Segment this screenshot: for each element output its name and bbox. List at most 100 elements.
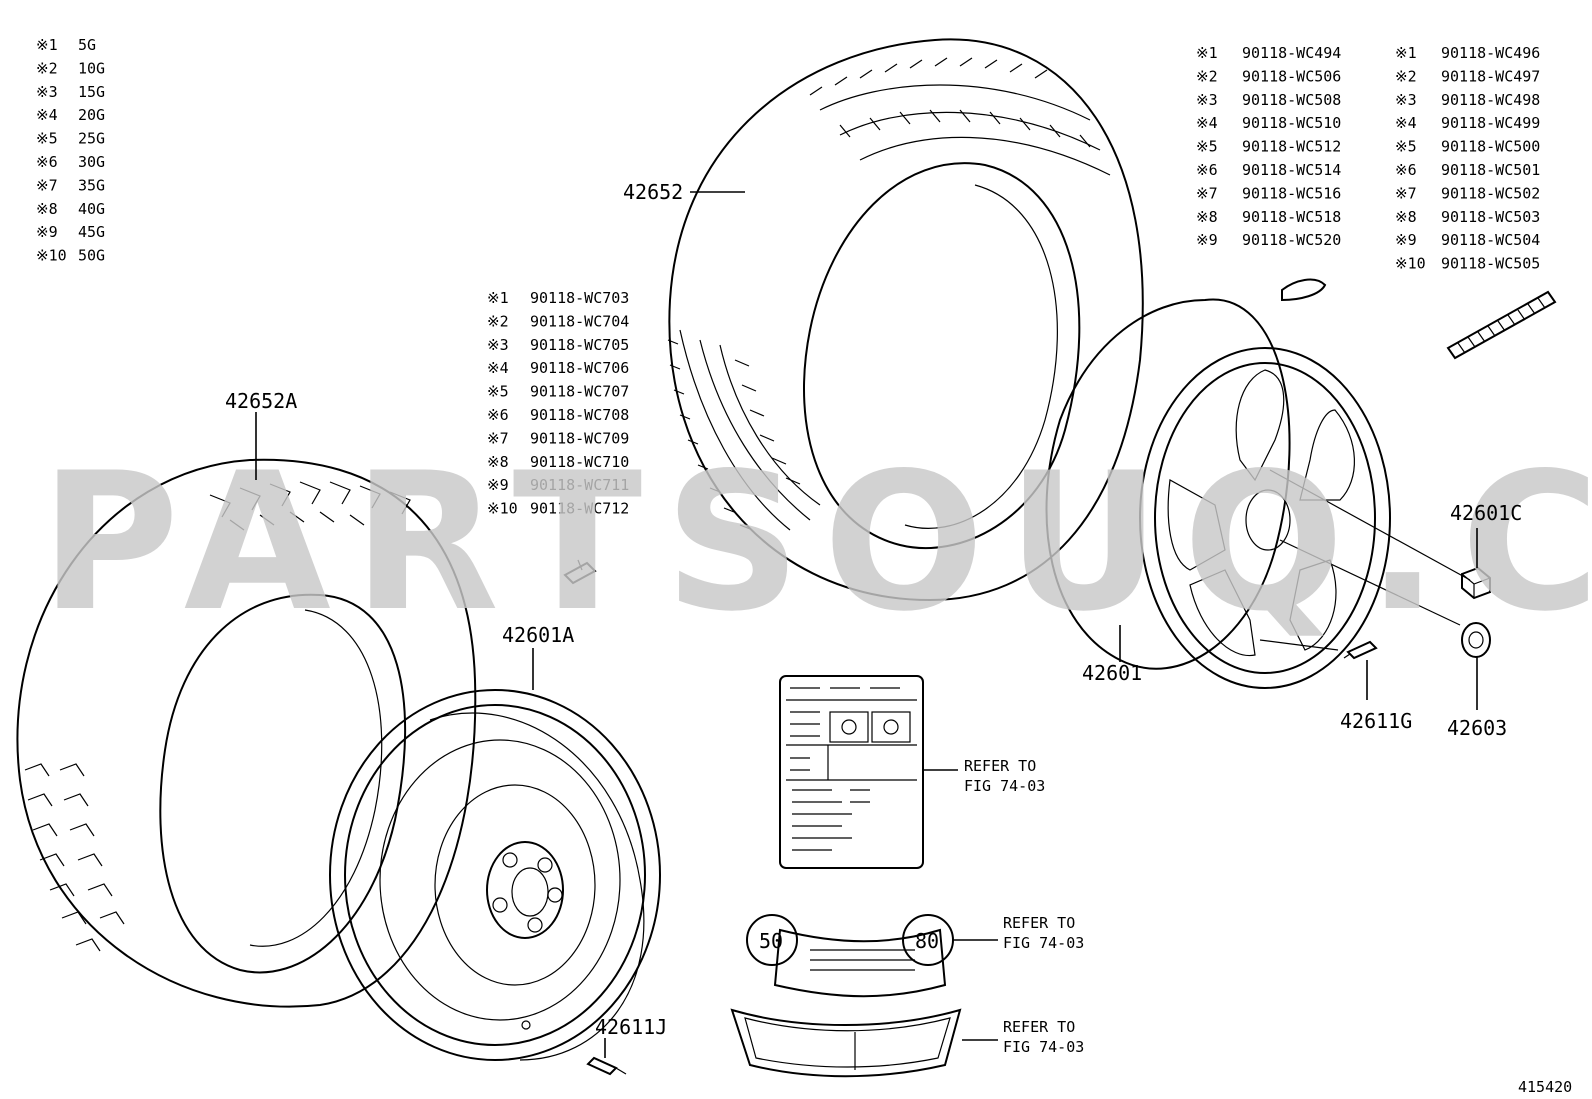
adhesive-weight-row-mark: ※6 xyxy=(1395,161,1417,179)
adhesive-weight-row-value: 90118-WC503 xyxy=(1441,208,1540,226)
steel-weight-row-mark: ※7 xyxy=(487,429,509,447)
adhesive-weight-row-value: 90118-WC501 xyxy=(1441,161,1540,179)
clip-weight-list-alloy: ※1 90118-WC494 ※2 90118-WC506 ※3 90118-WC508 ※… xyxy=(1196,44,1341,249)
adhesive-weight-row-mark: ※5 xyxy=(1395,138,1417,156)
adhesive-weight-row-value: 90118-WC499 xyxy=(1441,114,1540,132)
adhesive-weight-row-mark: ※7 xyxy=(1395,184,1417,202)
steel-weight-row-value: 90118-WC709 xyxy=(530,429,629,447)
weight-legend-row-mark: ※9 xyxy=(36,223,58,241)
valve-42611G-drawing xyxy=(1343,640,1378,660)
steel-weight-row-mark: ※8 xyxy=(487,453,509,471)
steel-weight-row-value: 90118-WC704 xyxy=(530,312,629,330)
adhesive-weight-row-mark: ※9 xyxy=(1395,231,1417,249)
label-42601: 42601 xyxy=(1082,661,1142,685)
steel-weight-row-mark: ※3 xyxy=(487,336,509,354)
refer-3-line1: REFER TO xyxy=(1003,1018,1075,1036)
alloy-weight-row-value: 90118-WC494 xyxy=(1242,44,1341,62)
valve-42611J-drawing xyxy=(586,1056,627,1076)
nut-42601C-drawing xyxy=(1461,566,1491,600)
adhesive-weight-row-value: 90118-WC502 xyxy=(1441,184,1540,202)
adhesive-weight-row-value: 90118-WC500 xyxy=(1441,138,1540,156)
label-42652A: 42652A xyxy=(225,389,297,413)
label-42652: 42652 xyxy=(623,180,683,204)
refer-2-line1: REFER TO xyxy=(1003,914,1075,932)
alloy-weight-row-value: 90118-WC520 xyxy=(1242,231,1341,249)
weight-legend-row-mark: ※2 xyxy=(36,59,58,77)
alloy-weight-row-mark: ※7 xyxy=(1196,184,1218,202)
steel-weight-row-mark: ※5 xyxy=(487,383,509,401)
adhesive-weight-row-value: 90118-WC497 xyxy=(1441,67,1540,85)
tire-info-label-drawing xyxy=(779,675,924,869)
weight-legend-row-value: 20G xyxy=(78,106,105,124)
weight-legend-row-mark: ※7 xyxy=(36,176,58,194)
refer-1-line1: REFER TO xyxy=(964,757,1036,775)
alloy-weight-row-value: 90118-WC508 xyxy=(1242,91,1341,109)
label-42601A: 42601A xyxy=(502,623,574,647)
weight-legend-row-mark: ※3 xyxy=(36,83,58,101)
alloy-weight-row-value: 90118-WC518 xyxy=(1242,208,1341,226)
weight-legend-row-value: 30G xyxy=(78,153,105,171)
label-42611J: 42611J xyxy=(595,1015,667,1039)
figure-number: 415420 xyxy=(1518,1078,1572,1096)
adhesive-weight-row-mark: ※4 xyxy=(1395,114,1417,132)
steel-weight-row-value: 90118-WC705 xyxy=(530,336,629,354)
steel-weight-row-value: 90118-WC711 xyxy=(530,476,629,494)
alloy-weight-row-mark: ※3 xyxy=(1196,91,1218,109)
steel-weight-row-mark: ※10 xyxy=(487,500,518,518)
wheel-spare-drawing xyxy=(329,689,661,1061)
steel-weight-row-value: 90118-WC706 xyxy=(530,359,629,377)
clip-weight-list-steel: ※1 90118-WC703 ※2 90118-WC704 ※3 90118-WC705 ※… xyxy=(487,289,629,518)
adhesive-weight-row-value: 90118-WC504 xyxy=(1441,231,1540,249)
steel-weight-row-mark: ※4 xyxy=(487,359,509,377)
weight-legend-row-value: 15G xyxy=(78,83,105,101)
tire-spare-drawing xyxy=(16,458,477,1008)
steel-weight-row-mark: ※2 xyxy=(487,312,509,330)
alloy-weight-row-value: 90118-WC516 xyxy=(1242,184,1341,202)
alloy-weight-row-mark: ※1 xyxy=(1196,44,1218,62)
alloy-weight-row-value: 90118-WC506 xyxy=(1242,67,1341,85)
refer-2-line2: FIG 74-03 xyxy=(1003,934,1084,952)
label-42611G: 42611G xyxy=(1340,709,1412,733)
weight-legend-row-mark: ※4 xyxy=(36,106,58,124)
clip-weight-steel-drawing xyxy=(563,559,597,585)
alloy-weight-row-value: 90118-WC510 xyxy=(1242,114,1341,132)
weight-legend-row-value: 25G xyxy=(78,130,105,148)
steel-weight-row-mark: ※1 xyxy=(487,289,509,307)
alloy-weight-row-mark: ※9 xyxy=(1196,231,1218,249)
weight-legend-row-mark: ※5 xyxy=(36,130,58,148)
label-left-digits: 50 xyxy=(759,929,783,953)
steel-weight-row-mark: ※9 xyxy=(487,476,509,494)
steel-weight-row-value: 90118-WC708 xyxy=(530,406,629,424)
adhesive-weight-row-value: 90118-WC496 xyxy=(1441,44,1540,62)
alloy-weight-row-mark: ※2 xyxy=(1196,67,1218,85)
refer-1-line2: FIG 74-03 xyxy=(964,777,1045,795)
clip-weight-alloy-drawing xyxy=(1281,278,1327,302)
watermark: PARTSOUQ.COM xyxy=(40,432,1592,653)
steel-weight-row-value: 90118-WC703 xyxy=(530,289,629,307)
refer-3-line2: FIG 74-03 xyxy=(1003,1038,1084,1056)
wheel-alloy-drawing xyxy=(1045,298,1471,689)
weight-legend-row-value: 10G xyxy=(78,59,105,77)
weight-legend-row-mark: ※6 xyxy=(36,153,58,171)
adhesive-weight-row-mark: ※8 xyxy=(1395,208,1417,226)
weight-legend-row-mark: ※10 xyxy=(36,247,67,265)
alloy-weight-row-mark: ※4 xyxy=(1196,114,1218,132)
cap-42603-drawing xyxy=(1461,622,1491,658)
alloy-weight-row-mark: ※5 xyxy=(1196,138,1218,156)
adhesive-weight-row-value: 90118-WC498 xyxy=(1441,91,1540,109)
label-42603: 42603 xyxy=(1447,716,1507,740)
label-42601C: 42601C xyxy=(1450,501,1522,525)
adhesive-weight-row-value: 90118-WC505 xyxy=(1441,255,1540,273)
weight-legend-row-value: 5G xyxy=(78,36,96,54)
leader-lines xyxy=(255,191,1478,1058)
weight-legend-row-mark: ※1 xyxy=(36,36,58,54)
steel-weight-row-mark: ※6 xyxy=(487,406,509,424)
weight-legend-row-value: 40G xyxy=(78,200,105,218)
label-right-digits: 80 xyxy=(915,929,939,953)
alloy-weight-row-mark: ※8 xyxy=(1196,208,1218,226)
adhesive-weight-row-mark: ※2 xyxy=(1395,67,1417,85)
load-speed-label-drawing: 50 80 xyxy=(746,914,954,998)
adhesive-weight-strip-drawing xyxy=(1446,290,1557,360)
